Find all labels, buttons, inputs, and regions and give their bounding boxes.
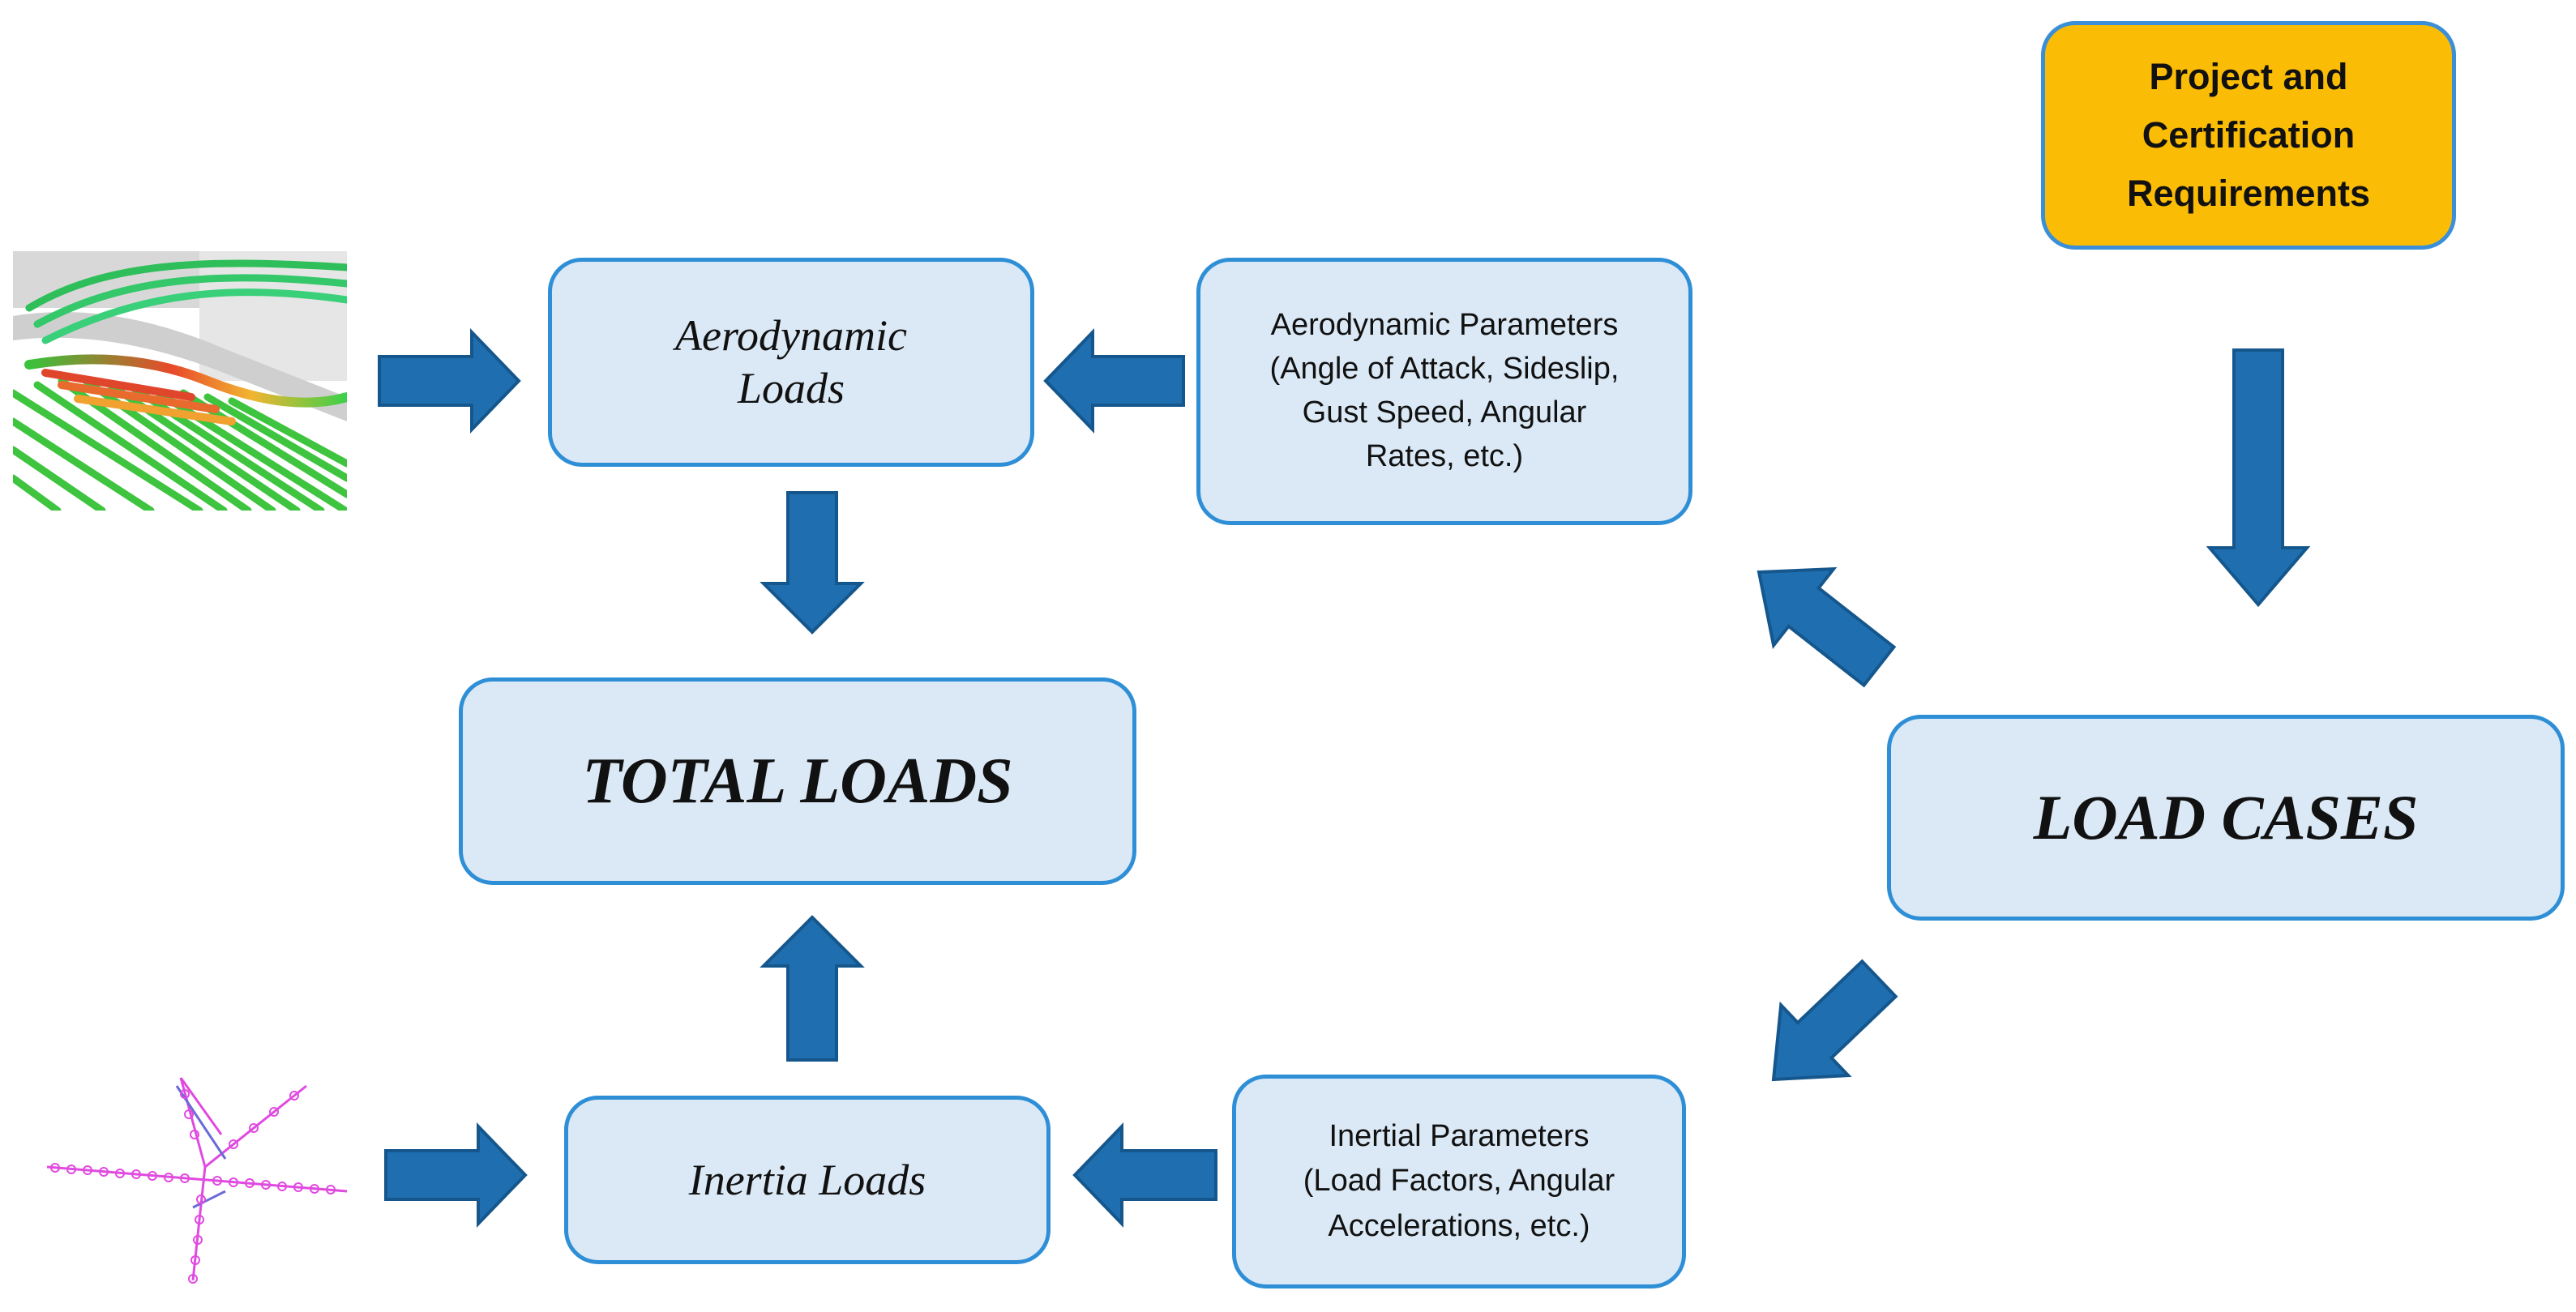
aerodynamic-parameters-line-4: Rates, etc.) — [1365, 438, 1524, 473]
load-cases-label: LOAD CASES — [2033, 782, 2419, 853]
aerodynamic-parameters-line-2: (Angle of Attack, Sideslip, — [1269, 352, 1620, 387]
project-requirements-line-1: Project and — [2149, 56, 2348, 97]
total-loads-label: TOTAL LOADS — [582, 745, 1013, 817]
arrow-cfd-to-aerodynamic-loads — [378, 328, 521, 434]
load-cases-box: LOAD CASES — [1887, 715, 2565, 921]
project-requirements-line-2: Certification — [2142, 114, 2356, 156]
project-requirements-box: Project and Certification Requirements — [2041, 21, 2456, 250]
inertial-parameters-line-2: (Load Factors, Angular — [1303, 1164, 1615, 1199]
aerodynamic-parameters-box: Aerodynamic Parameters (Angle of Attack,… — [1196, 258, 1692, 525]
arrow-fem-to-inertia-loads — [384, 1122, 528, 1228]
arrow-inertial-params-to-inertia-loads — [1072, 1122, 1217, 1228]
inertial-parameters-line-3: Accelerations, etc.) — [1328, 1208, 1590, 1243]
arrow-project-to-load-cases — [2206, 348, 2311, 608]
inertia-loads-label: Inertia Loads — [688, 1156, 926, 1204]
cfd-streamlines-image — [13, 251, 347, 511]
project-requirements-line-3: Requirements — [2126, 173, 2371, 214]
inertia-loads-box: Inertia Loads — [564, 1096, 1051, 1264]
aerodynamic-parameters-line-1: Aerodynamic Parameters — [1270, 308, 1619, 343]
aerodynamic-parameters-line-3: Gust Speed, Angular — [1302, 395, 1587, 429]
inertial-parameters-box: Inertial Parameters (Load Factors, Angul… — [1232, 1075, 1686, 1288]
arrow-load-cases-to-aero-params — [1757, 566, 1897, 688]
aerodynamic-loads-box: Aerodynamic Loads — [548, 258, 1034, 467]
arrow-aero-params-to-aerodynamic-loads — [1043, 328, 1185, 434]
arrow-load-cases-to-inertial-params — [1771, 959, 1898, 1082]
arrow-aerodynamic-loads-to-total-loads — [760, 491, 865, 635]
aerodynamic-loads-label-line-1: Aerodynamic — [675, 311, 907, 361]
inertial-parameters-line-1: Inertial Parameters — [1329, 1119, 1590, 1154]
fem-beam-model-image — [46, 1077, 348, 1284]
aerodynamic-loads-label-line-2: Loads — [737, 364, 845, 412]
arrow-inertia-loads-to-total-loads — [760, 915, 865, 1062]
total-loads-box: TOTAL LOADS — [459, 677, 1136, 885]
